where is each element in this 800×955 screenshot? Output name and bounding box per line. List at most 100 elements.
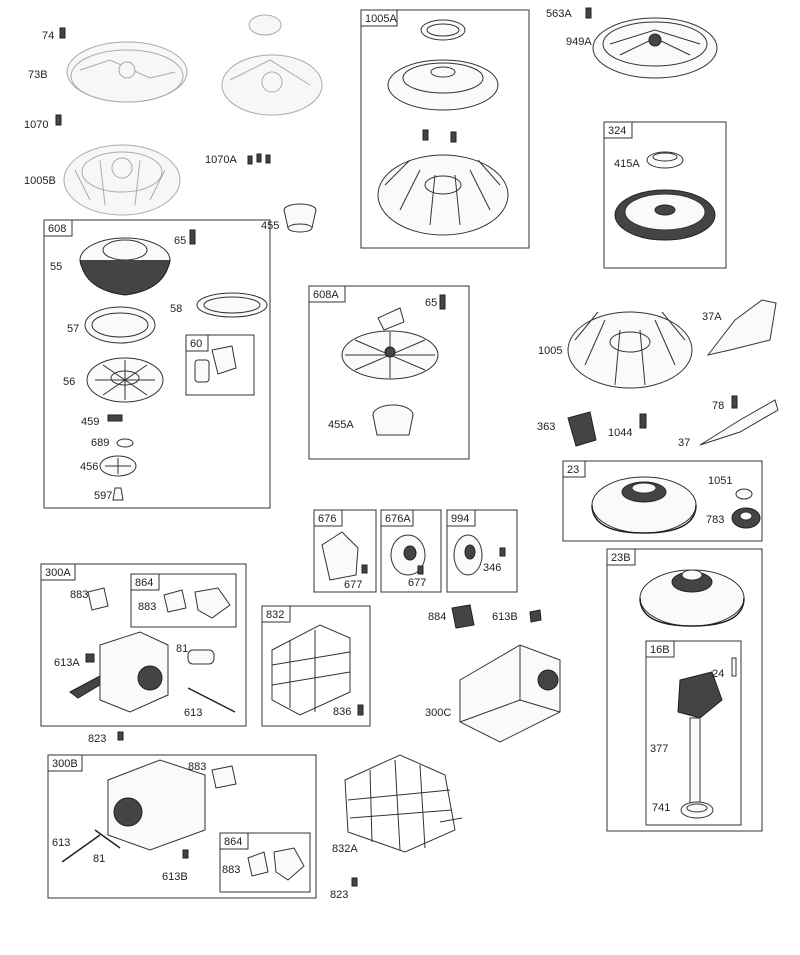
label-1051: 1051 (708, 475, 732, 487)
label-613-300a: 613 (184, 707, 202, 719)
label-78: 78 (712, 400, 724, 412)
group-box-23 (562, 460, 763, 542)
label-415a: 415A (614, 158, 640, 170)
label-563a: 563A (546, 8, 572, 20)
label-613-300b: 613 (52, 837, 70, 849)
group-tag-994: 994 (451, 513, 469, 525)
label-300c: 300C (425, 707, 451, 719)
label-823-top: 823 (88, 733, 106, 745)
label-456: 456 (80, 461, 98, 473)
label-823-bot: 823 (330, 889, 348, 901)
label-455a: 455A (328, 419, 354, 431)
label-883-864b: 883 (222, 864, 240, 876)
label-56: 56 (63, 376, 75, 388)
group-box-300a (40, 563, 247, 727)
flywheel-1005a-parts (377, 19, 509, 236)
group-box-23b (606, 548, 763, 832)
label-58: 58 (170, 303, 182, 315)
label-455: 455 (261, 220, 279, 232)
label-613a: 613A (54, 657, 80, 669)
muffler-300b-parts (61, 759, 237, 863)
label-346: 346 (483, 562, 501, 574)
cup-455 (283, 203, 317, 233)
bolts-1070 (55, 27, 271, 165)
label-74: 74 (42, 30, 54, 42)
plate-676 (321, 531, 368, 581)
label-883-300b: 883 (188, 761, 206, 773)
group-tag-864b: 864 (224, 836, 242, 848)
guard-832a (344, 754, 463, 887)
label-1005b: 1005B (24, 175, 56, 187)
flywheel-1005 (567, 311, 693, 389)
gasket-864a (163, 587, 231, 619)
group-tag-676a: 676A (385, 513, 411, 525)
label-55: 55 (50, 261, 62, 273)
group-tag-1005a: 1005A (365, 13, 397, 25)
label-65-608: 65 (174, 235, 186, 247)
label-613b-bot: 613B (162, 871, 188, 883)
handle-60 (194, 345, 237, 383)
label-783: 783 (706, 514, 724, 526)
muffler-300a-parts (69, 587, 236, 741)
screen-73b-group (66, 14, 323, 116)
plate-676a (390, 534, 426, 576)
label-24: 24 (712, 668, 724, 680)
group-tag-60: 60 (190, 338, 202, 350)
guard-832 (271, 624, 364, 716)
label-677-676: 677 (344, 579, 362, 591)
label-363: 363 (537, 421, 555, 433)
label-741: 741 (652, 802, 670, 814)
group-box-60 (185, 334, 255, 396)
group-box-864b (219, 832, 311, 893)
group-tag-23b: 23B (611, 552, 631, 564)
screen-324-parts (614, 151, 716, 241)
group-box-676 (313, 509, 377, 593)
group-tag-676: 676 (318, 513, 336, 525)
label-884: 884 (428, 611, 446, 623)
label-613b-top: 613B (492, 611, 518, 623)
group-tag-16b: 16B (650, 644, 670, 656)
label-57: 57 (67, 323, 79, 335)
group-box-300b (47, 754, 317, 899)
label-73b: 73B (28, 69, 48, 81)
gasket-864b (247, 847, 305, 881)
group-tag-608a: 608A (313, 289, 339, 301)
label-832a: 832A (332, 843, 358, 855)
group-box-1005a (360, 9, 530, 249)
label-81-300a: 81 (176, 643, 188, 655)
crankshaft-16b-parts (677, 657, 737, 819)
label-677-676a: 677 (408, 577, 426, 589)
group-box-16b (645, 640, 742, 826)
label-597: 597 (94, 490, 112, 502)
group-tag-864a: 864 (135, 577, 153, 589)
flywheel-23b-parts (639, 569, 745, 627)
label-836: 836 (333, 706, 351, 718)
group-tag-832: 832 (266, 609, 284, 621)
label-37: 37 (678, 437, 690, 449)
baffle-37 (699, 395, 779, 446)
group-tag-300a: 300A (45, 567, 71, 579)
label-65-608a: 65 (425, 297, 437, 309)
label-883-300a: 883 (70, 589, 88, 601)
starter-608a-parts (341, 294, 446, 436)
label-949a: 949A (566, 36, 592, 48)
baffle-37a (706, 299, 777, 356)
label-1070a: 1070A (205, 154, 237, 166)
label-1005: 1005 (538, 345, 562, 357)
label-81-300b: 81 (93, 853, 105, 865)
group-tag-324: 324 (608, 125, 626, 137)
label-689: 689 (91, 437, 109, 449)
flywheel-23-parts (591, 476, 761, 534)
callout-labels: 74 73B 1070 1005B 1070A 455 563A 949A 41… (24, 8, 732, 901)
group-box-864a (130, 573, 237, 628)
starter-608-parts (79, 229, 268, 501)
label-1070: 1070 (24, 119, 48, 131)
group-box-832 (261, 605, 371, 727)
label-883-864a: 883 (138, 601, 156, 613)
bracket-363 (567, 411, 647, 447)
group-tag-608: 608 (48, 223, 66, 235)
label-377: 377 (650, 743, 668, 755)
flywheel-1005b-ghost (63, 144, 181, 216)
group-box-608 (43, 219, 271, 509)
